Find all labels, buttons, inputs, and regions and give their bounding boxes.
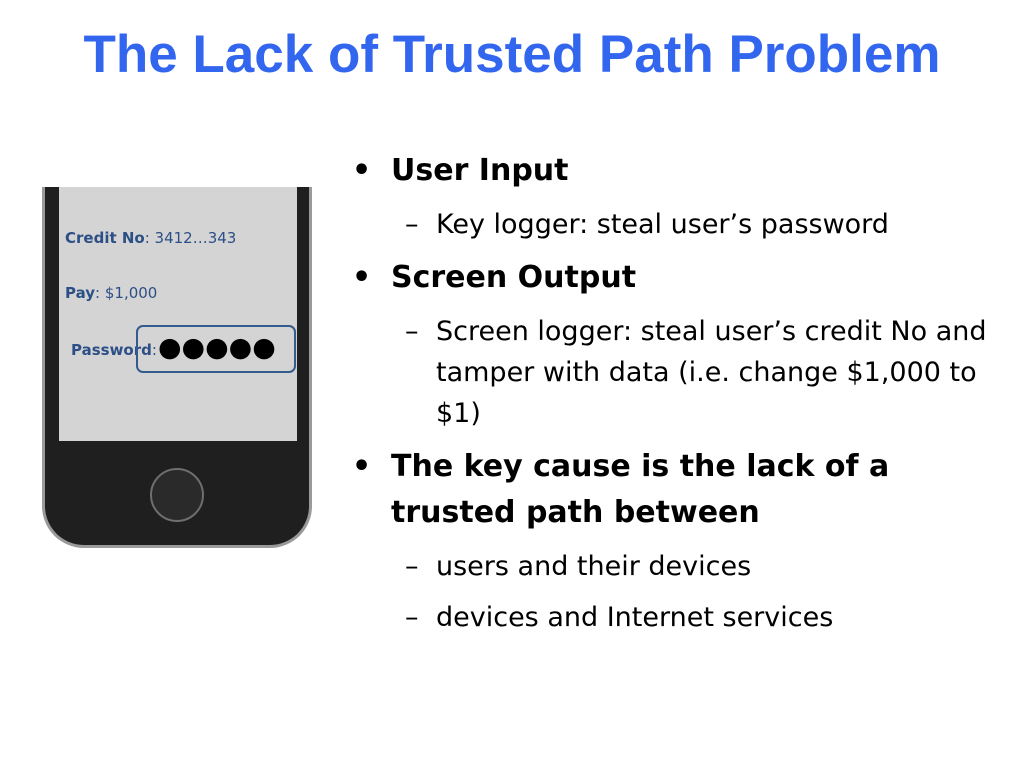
bullet-user-input: •User Input <box>352 153 569 188</box>
sub-bullet-screen-logger: –Screen logger: steal user’s credit No a… <box>405 316 987 429</box>
bullet-key-cause: •The key cause is the lack of a trusted … <box>352 449 890 530</box>
password-mask-dots: ●●●●● <box>158 332 276 363</box>
pay-amount-line: Pay: $1,000 <box>65 284 158 302</box>
password-field-highlight <box>136 325 296 373</box>
phone-screen <box>59 187 297 441</box>
bullet-screen-output: •Screen Output <box>352 260 637 295</box>
sub-bullet-devices-internet: –devices and Internet services <box>405 602 834 633</box>
slide-title: The Lack of Trusted Path Problem <box>83 25 941 84</box>
bullet-list: •User Input –Key logger: steal user’s pa… <box>350 148 1000 638</box>
sub-bullet-key-logger: –Key logger: steal user’s password <box>405 209 889 240</box>
sub-bullet-users-devices: –users and their devices <box>405 551 752 582</box>
credit-number-line: Credit No: 3412…343 <box>65 229 237 247</box>
home-button <box>150 468 204 522</box>
password-line: Password: <box>71 341 157 359</box>
